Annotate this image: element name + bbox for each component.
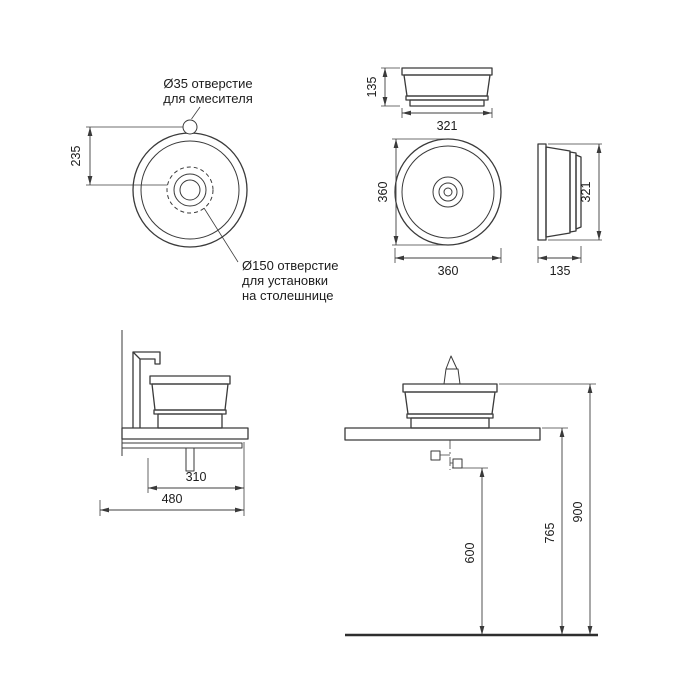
faucet-hole-circle xyxy=(182,119,198,135)
basin-foot-front xyxy=(410,417,490,429)
view-top-plan: 360 360 xyxy=(376,138,502,278)
view-top-plan-with-hole: Ø35 отверстие для смесителя 235 Ø150 отв… xyxy=(69,76,338,303)
plan-inner-rim xyxy=(401,145,495,239)
mount-hole-label-line3: на столешнице xyxy=(242,288,334,303)
faucet-spout xyxy=(132,351,161,365)
mount-hole-label-line2: для установки xyxy=(242,273,328,288)
basin-band-side xyxy=(153,409,227,415)
plan-drain-mid xyxy=(438,182,458,202)
mount-hole-leader xyxy=(203,207,239,263)
countertop-side xyxy=(121,427,249,440)
mount-hole-label-line1: Ø150 отверстие xyxy=(242,258,338,273)
dim-321-profile-text: 321 xyxy=(579,182,593,203)
mixer-base xyxy=(443,368,461,385)
supply-valve-right xyxy=(452,458,463,469)
dim-235-text: 235 xyxy=(69,146,83,167)
basin-foot xyxy=(409,99,485,107)
dim-900-text: 900 xyxy=(571,502,585,523)
bracket-leg xyxy=(185,448,195,472)
valve-connectors xyxy=(440,454,453,464)
plan-outer-rim xyxy=(394,138,502,246)
dim-321-text: 321 xyxy=(437,119,458,133)
mount-hole-dashed-circle xyxy=(166,166,214,214)
dim-135-profile-text: 135 xyxy=(550,264,571,278)
view-front-installation: 600 765 900 xyxy=(344,355,598,637)
basin-rim-band xyxy=(401,67,493,76)
plan-drain-outer xyxy=(432,176,464,208)
drain-outer xyxy=(173,173,207,207)
supply-valve-left xyxy=(430,450,441,461)
dim-310-text: 310 xyxy=(186,470,207,484)
profile-body xyxy=(545,146,571,238)
view-side-profile: 321 135 xyxy=(537,143,602,278)
basin-inner-rim xyxy=(140,140,240,240)
basin-band-front xyxy=(406,413,494,419)
basin-outer-rim xyxy=(132,132,248,248)
dim-360-v-text: 360 xyxy=(376,182,390,203)
dim-360-h-text: 360 xyxy=(438,264,459,278)
profile-rim-band xyxy=(537,143,547,241)
profile-band xyxy=(569,151,577,233)
basin-foot-side xyxy=(157,413,223,429)
countertop-front xyxy=(344,427,541,441)
faucet-hole-leader xyxy=(191,106,201,120)
basin-lower-band xyxy=(405,95,489,101)
dim-765-text: 765 xyxy=(543,523,557,544)
view-side-installation: 310 480 xyxy=(99,330,249,516)
plan-drain-inner xyxy=(443,187,453,197)
view-front-elevation: 135 321 xyxy=(365,67,493,133)
dim-135-text: 135 xyxy=(365,77,379,98)
basin-body xyxy=(403,74,491,97)
drain-inner xyxy=(179,179,201,201)
basin-body-front xyxy=(404,391,496,415)
faucet-hole-label-line2: для смесителя xyxy=(163,91,252,106)
faucet-column xyxy=(132,352,141,428)
basin-body-side xyxy=(151,383,229,411)
dim-480-text: 480 xyxy=(162,492,183,506)
mixer-lever xyxy=(445,355,458,370)
basin-rim-front xyxy=(402,383,498,393)
bracket-rail xyxy=(122,442,243,449)
dim-600-text: 600 xyxy=(463,543,477,564)
basin-rim-side xyxy=(149,375,231,385)
profile-foot xyxy=(575,154,582,230)
faucet-hole-label-line1: Ø35 отверстие xyxy=(163,76,252,91)
